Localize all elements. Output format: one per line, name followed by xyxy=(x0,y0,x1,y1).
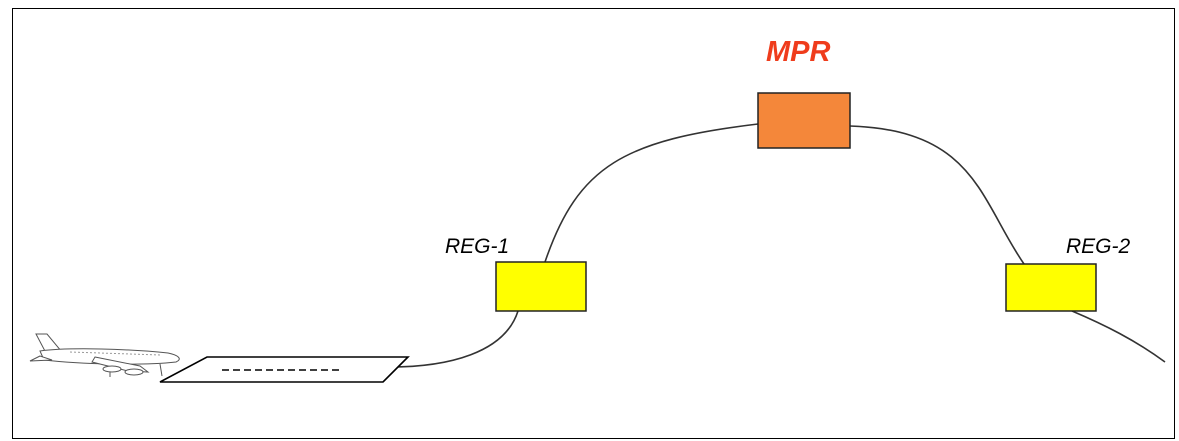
link-reg1-mpr xyxy=(544,123,759,263)
reg1-node xyxy=(495,261,587,312)
link-mpr-reg2 xyxy=(849,125,1025,265)
runway-icon xyxy=(159,356,410,383)
link-reg2-offpage xyxy=(1071,310,1166,363)
reg2-node xyxy=(1005,263,1097,312)
mpr-label: MPR xyxy=(766,36,831,68)
mpr-node xyxy=(757,92,851,149)
airplane-icon xyxy=(29,333,180,377)
reg1-label: REG-1 xyxy=(445,235,510,258)
reg2-label: REG-2 xyxy=(1066,235,1131,258)
link-runway-reg1 xyxy=(382,310,519,368)
